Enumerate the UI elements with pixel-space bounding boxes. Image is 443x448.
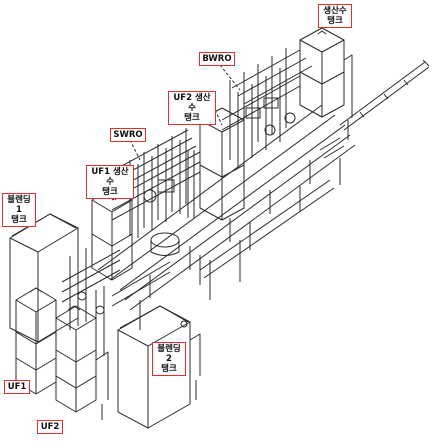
label-uf1-product-tank: UF1 생산수 탱크: [86, 165, 134, 199]
uf1-product-tank: [91, 187, 133, 281]
label-uf2: UF2: [37, 420, 63, 434]
label-blending2-tank: 블렌딩2 탱크: [152, 342, 186, 376]
label-uf2-product-tank-line2: 탱크: [184, 113, 200, 123]
product-water-tank: [299, 27, 353, 140]
label-blending1-tank: 블렌딩1 탱크: [2, 193, 36, 227]
label-bwro-line1: BWRO: [202, 54, 232, 64]
label-product-water-tank-line1: 생산수: [323, 6, 347, 16]
label-blending1-tank-line1: 블렌딩1: [7, 195, 31, 215]
label-uf2-product-tank: UF2 생산수 탱크: [168, 91, 216, 125]
label-uf2-product-tank-line1: UF2 생산수: [173, 93, 211, 113]
swro-skid: [111, 128, 201, 256]
label-bwro: BWRO: [199, 52, 235, 66]
bwro-skid: [221, 48, 313, 168]
label-uf1-product-tank-line2: 탱크: [102, 187, 118, 197]
label-uf1-product-tank-line1: UF1 생산수: [91, 167, 129, 187]
label-blending2-tank-line2: 탱크: [161, 364, 177, 374]
label-swro-line1: SWRO: [113, 130, 143, 140]
outlet-pipe: [339, 59, 430, 131]
label-uf1: UF1: [4, 380, 30, 394]
label-swro: SWRO: [110, 128, 146, 142]
blending1-tank: [9, 213, 79, 343]
label-product-water-tank-line2: 탱크: [327, 16, 343, 26]
uf1-unit: [15, 287, 57, 395]
manifold-pipes: [199, 137, 345, 300]
uf-piping: [61, 248, 171, 360]
skid-frame: [97, 104, 356, 330]
uf2-unit: [55, 305, 109, 420]
label-blending1-tank-line2: 탱크: [11, 215, 27, 225]
label-uf1-line1: UF1: [7, 382, 27, 392]
label-product-water-tank: 생산수 탱크: [318, 4, 352, 28]
label-uf2-line1: UF2: [40, 422, 60, 432]
label-blending2-tank-line1: 블렌딩2: [157, 344, 181, 364]
blending2-tank: [117, 305, 201, 429]
